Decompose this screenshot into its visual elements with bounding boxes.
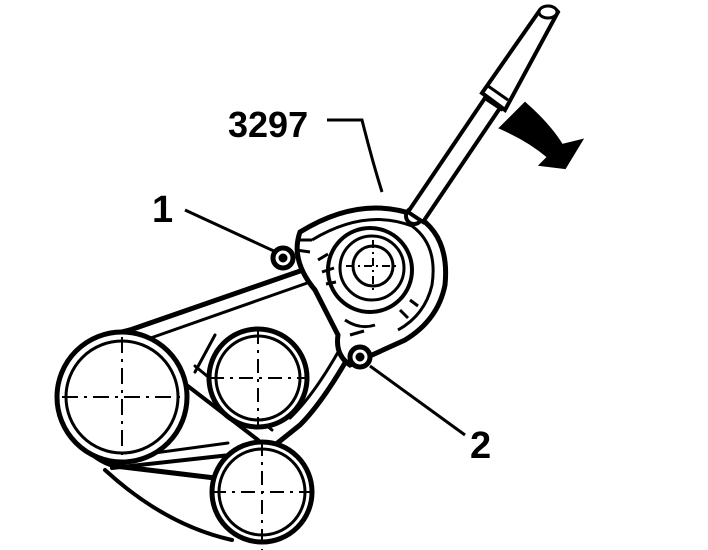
leader-2 bbox=[369, 364, 466, 437]
alternator-pulley bbox=[206, 326, 310, 430]
pump-pulley bbox=[209, 439, 315, 550]
belt-bottom-run bbox=[103, 468, 234, 542]
leader-3297 bbox=[327, 118, 384, 193]
tensioner-assembly bbox=[294, 205, 449, 368]
rotation-arrow-icon bbox=[498, 101, 585, 170]
belt-cross-run-3 bbox=[110, 453, 232, 470]
callout-2-label: 2 bbox=[470, 425, 491, 467]
tool-3297-handle bbox=[405, 4, 561, 225]
leader-lines bbox=[184, 118, 466, 437]
tensioner-pulley-middle bbox=[338, 234, 406, 302]
bolt-1-icon bbox=[270, 245, 296, 271]
bolt-2-icon bbox=[347, 344, 373, 370]
crankshaft-pulley bbox=[54, 329, 190, 465]
callout-1-label: 1 bbox=[152, 189, 173, 231]
belt-mid-run bbox=[193, 333, 217, 374]
leader-1 bbox=[184, 208, 277, 254]
tool-number-label: 3297 bbox=[228, 104, 308, 145]
tensioner-inner-ring bbox=[311, 218, 435, 332]
